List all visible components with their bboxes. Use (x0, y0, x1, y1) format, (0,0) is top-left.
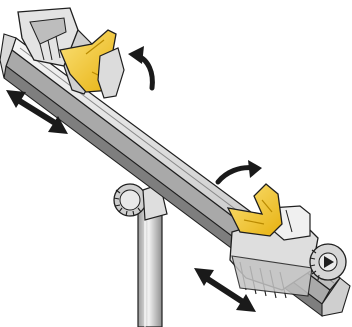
rotate-right-arrow-icon (218, 160, 262, 182)
rotate-up-arrow-icon (128, 46, 152, 88)
support-pole (138, 206, 162, 327)
